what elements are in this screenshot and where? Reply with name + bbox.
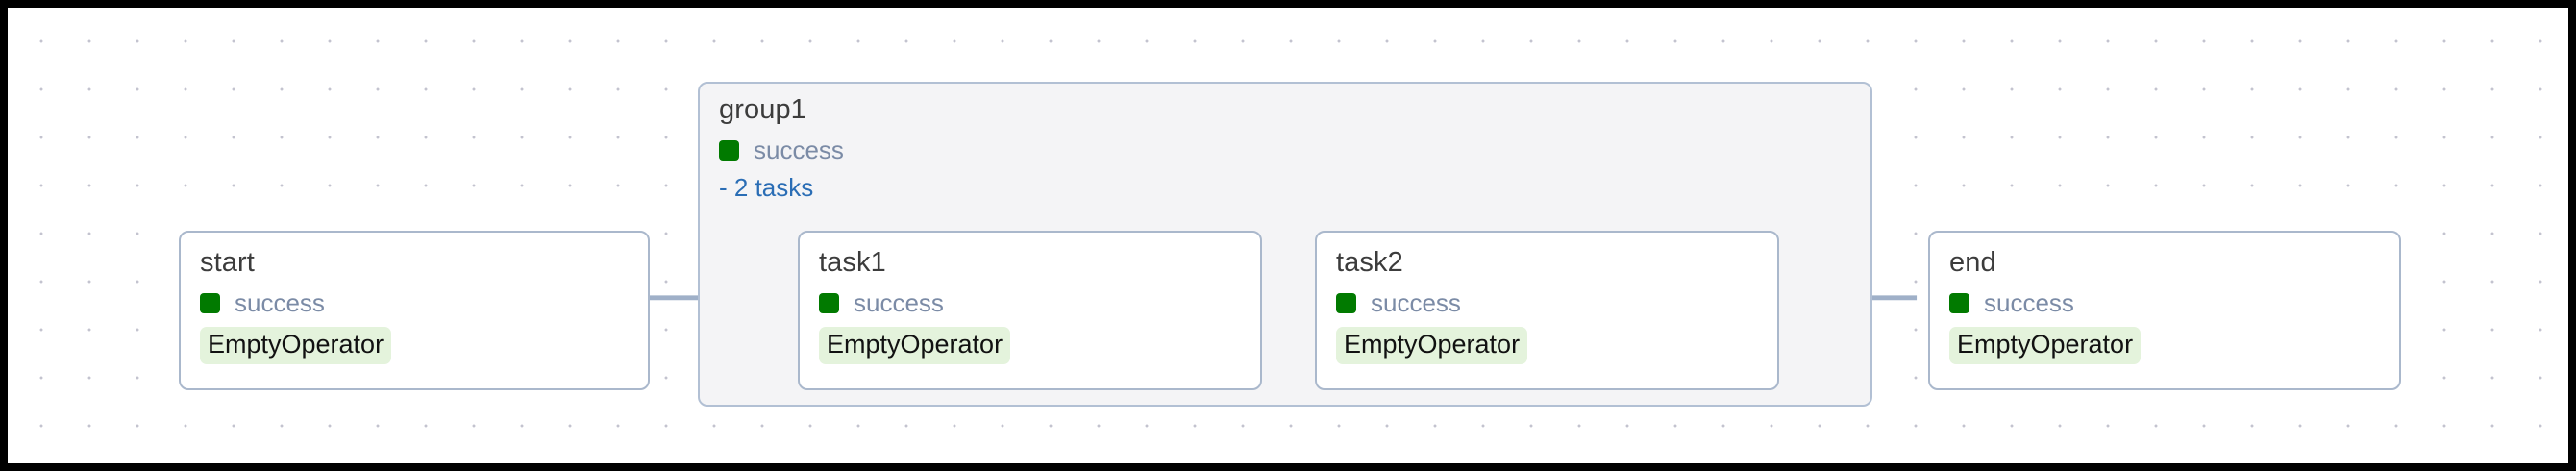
success-square-icon <box>719 139 739 161</box>
node-status-label: success <box>854 288 944 318</box>
success-square-icon <box>1949 292 1969 313</box>
task-group-header: group1 success - 2 tasks <box>719 95 1859 201</box>
node-status-label: success <box>235 288 325 318</box>
success-square-icon <box>819 292 839 313</box>
node-title: task1 <box>819 247 886 278</box>
task-group-task-count-link[interactable]: - 2 tasks <box>719 173 814 203</box>
node-status-row: success <box>200 290 629 315</box>
node-status-row: success <box>1336 290 1758 315</box>
operator-badge: EmptyOperator <box>1949 327 2142 364</box>
node-title: task2 <box>1336 247 1403 278</box>
task-group-status-label: success <box>754 136 844 165</box>
node-status-label: success <box>1371 288 1461 318</box>
node-status-label: success <box>1984 288 2074 318</box>
node-task1[interactable]: task1 success EmptyOperator <box>798 231 1262 390</box>
node-end[interactable]: end success EmptyOperator <box>1928 231 2401 390</box>
node-status-row: success <box>1949 290 2380 315</box>
node-start[interactable]: start success EmptyOperator <box>179 231 650 390</box>
node-title: end <box>1949 247 1996 278</box>
success-square-icon <box>1336 292 1356 313</box>
node-status-row: success <box>819 290 1241 315</box>
node-title: start <box>200 247 255 278</box>
node-task2[interactable]: task2 success EmptyOperator <box>1315 231 1779 390</box>
task-group-status-row: success <box>719 137 1859 162</box>
operator-badge: EmptyOperator <box>200 327 392 364</box>
operator-badge: EmptyOperator <box>1336 327 1528 364</box>
success-square-icon <box>200 292 220 313</box>
task-group-title: group1 <box>719 94 806 125</box>
operator-badge: EmptyOperator <box>819 327 1011 364</box>
